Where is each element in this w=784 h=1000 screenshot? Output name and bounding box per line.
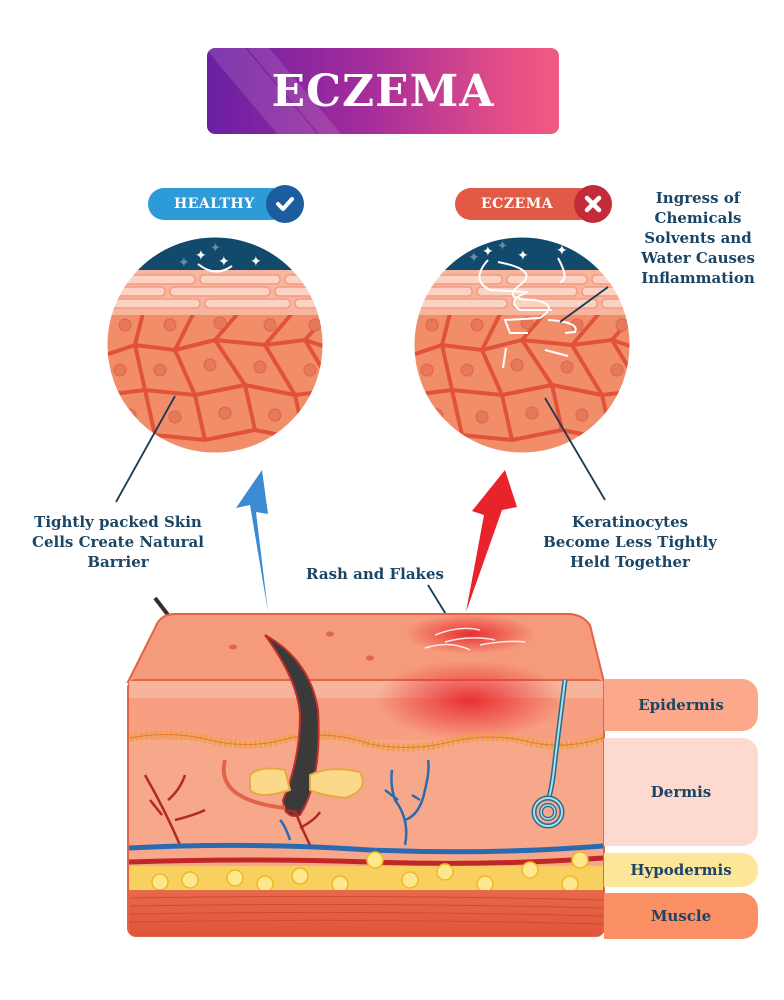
layer-tag-hypodermis: Hypodermis [604, 853, 758, 887]
callout-line: Inflammation [641, 269, 755, 287]
pores [229, 631, 374, 661]
svg-text:✦: ✦ [210, 241, 221, 256]
svg-text:✦: ✦ [517, 248, 529, 264]
svg-text:✦: ✦ [178, 255, 190, 271]
eczema-badge-label: ECZEMA [481, 196, 554, 212]
healthy-skin-closeup: ✦ ✦ ✦ ✦ ✦ [107, 237, 323, 453]
callout-line: Water Causes [641, 249, 755, 267]
skin-cross-section [126, 613, 606, 937]
bounce-arrow [197, 263, 233, 273]
layer-label: Muscle [650, 907, 712, 925]
eczema-badge: ECZEMA [455, 188, 595, 220]
callout-line: Barrier [87, 553, 149, 571]
ingress-callout: Ingress of Chemicals Solvents and Water … [628, 188, 768, 288]
healthy-callout: Tightly packed Skin Cells Create Natural… [18, 512, 218, 572]
svg-text:✦: ✦ [556, 243, 568, 259]
layer-tag-epidermis: Epidermis [604, 679, 758, 731]
rash-callout: Rash and Flakes [306, 565, 444, 583]
vein [128, 842, 604, 855]
callout-line: Solvents and [644, 229, 752, 247]
rash-surface [405, 614, 535, 654]
page-title: ECZEMA [271, 65, 495, 117]
artery-capillaries [143, 774, 322, 846]
svg-text:✦: ✦ [250, 254, 262, 270]
vein-capillaries [279, 759, 430, 846]
eczema-skin-closeup: ✦ ✦ ✦ ✦ ✦ [414, 237, 630, 453]
star-icons: ✦ ✦ ✦ ✦ ✦ [178, 241, 262, 271]
healthy-arrow [236, 470, 268, 612]
callout-line: Become Less Tightly [543, 533, 717, 551]
callout-line: Ingress of [655, 189, 741, 207]
title-banner: ECZEMA [207, 48, 559, 134]
ingress-arrows [478, 257, 577, 369]
keratinocytes-callout: Keratinocytes Become Less Tightly Held T… [530, 512, 730, 572]
rash-deep [375, 660, 565, 740]
svg-text:✦: ✦ [218, 254, 230, 270]
hair-follicle [264, 634, 320, 817]
svg-text:✦: ✦ [468, 250, 480, 266]
callout-line: Held Together [570, 553, 690, 571]
healthy-badge: HEALTHY [148, 188, 288, 220]
layer-label: Epidermis [638, 696, 724, 714]
layer-tag-dermis: Dermis [604, 738, 758, 846]
layer-label: Dermis [650, 783, 712, 801]
layer-label: Hypodermis [630, 861, 732, 879]
svg-text:✦: ✦ [497, 239, 508, 254]
callout-line: Chemicals [654, 209, 742, 227]
svg-text:✦: ✦ [482, 244, 494, 260]
x-mark-icon [574, 185, 612, 223]
arrector-muscle [221, 759, 286, 810]
svg-text:✦: ✦ [195, 248, 207, 264]
callout-line: Tightly packed Skin [34, 513, 202, 531]
fat-cells [151, 851, 589, 893]
callout-line: Keratinocytes [571, 513, 689, 531]
checkmark-icon [266, 185, 304, 223]
sebaceous-gland [249, 767, 364, 800]
sweat-gland-coil [531, 795, 565, 829]
layer-tag-muscle: Muscle [604, 893, 758, 939]
eczema-arrow [466, 470, 517, 612]
callout-line: Cells Create Natural [32, 533, 204, 551]
healthy-badge-label: HEALTHY [174, 196, 255, 212]
muscle-fibers [129, 895, 604, 925]
